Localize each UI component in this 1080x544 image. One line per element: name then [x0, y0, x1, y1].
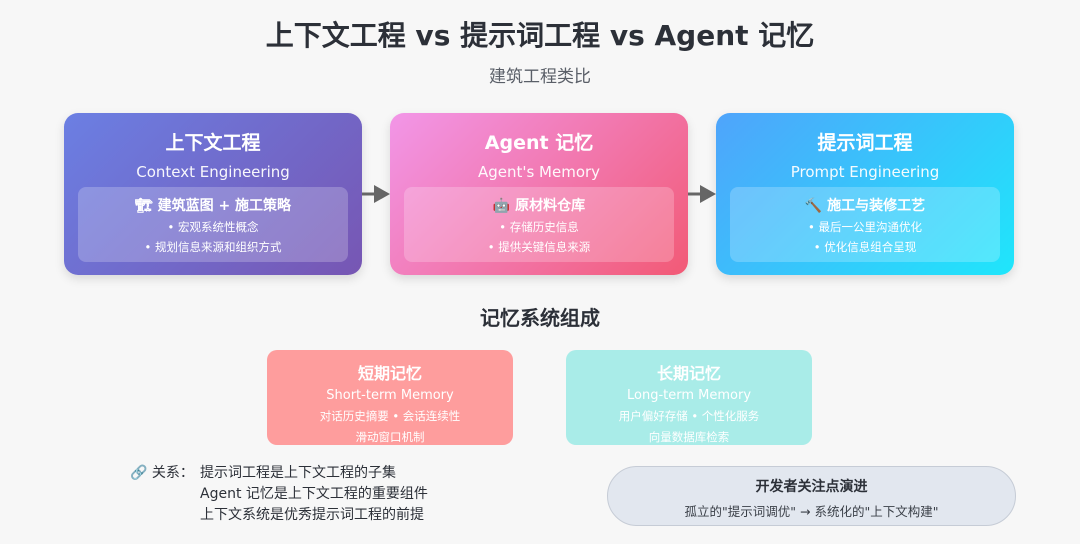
short-term-memory-box: 短期记忆 Short-term Memory 对话历史摘要 • 会话连续性 滑动… [267, 350, 513, 445]
relation-label: 🔗 关系： [130, 463, 200, 484]
card-detail-line: • 规划信息来源和组织方式 [144, 240, 282, 254]
card-subtitle: Prompt Engineering [790, 163, 940, 181]
card-title: 提示词工程 [817, 132, 913, 154]
mem-line: 向量数据库检索 [648, 430, 730, 444]
arrow-right-icon [688, 185, 716, 203]
hammer-icon: 🔨 [804, 198, 823, 214]
card-context-engineering: 上下文工程 Context Engineering 🏗 建筑蓝图 + 施工策略 … [64, 113, 362, 275]
card-detail-heading: 🏗 建筑蓝图 + 施工策略 [78, 195, 348, 215]
relation-label-text: 关系： [151, 465, 194, 481]
developer-focus-title: 开发者关注点演进 [755, 479, 868, 495]
card-detail-line: • 优化信息组合呈现 [813, 240, 917, 254]
card-detail-line: • 宏观系统性概念 [167, 220, 259, 234]
mem-line: 用户偏好存储 • 个性化服务 [618, 409, 760, 423]
card-agent-memory: Agent 记忆 Agent's Memory 🤖 原材料仓库 • 存储历史信息… [390, 113, 688, 275]
card-subtitle: Agent's Memory [477, 163, 601, 181]
mem-line: 滑动窗口机制 [355, 430, 425, 444]
long-term-memory-box: 长期记忆 Long-term Memory 用户偏好存储 • 个性化服务 向量数… [566, 350, 812, 445]
mem-subtitle: Short-term Memory [326, 388, 454, 403]
card-detail-box: 🔨 施工与装修工艺 • 最后一公里沟通优化 • 优化信息组合呈现 [730, 187, 1000, 262]
card-detail-heading-text: 施工与装修工艺 [827, 198, 926, 214]
card-title: 上下文工程 [165, 132, 261, 154]
card-detail-line: • 提供关键信息来源 [487, 240, 591, 254]
link-icon: 🔗 [130, 465, 148, 481]
card-detail-heading: 🔨 施工与装修工艺 [730, 195, 1000, 215]
relation-line: 提示词工程是上下文工程的子集 [200, 465, 396, 481]
page-title: 上下文工程 vs 提示词工程 vs Agent 记忆 [265, 19, 815, 52]
mem-title: 短期记忆 [357, 364, 422, 383]
developer-focus-text: 孤立的"提示词调优" → 系统化的"上下文构建" [684, 504, 939, 519]
developer-focus-box: 开发者关注点演进 孤立的"提示词调优" → 系统化的"上下文构建" [607, 466, 1016, 526]
construction-crane-icon: 🏗 [134, 198, 153, 214]
mem-subtitle: Long-term Memory [626, 388, 752, 403]
card-subtitle: Context Engineering [136, 163, 290, 181]
robot-icon: 🤖 [492, 198, 511, 214]
relation-line: Agent 记忆是上下文工程的重要组件 [200, 486, 428, 502]
card-prompt-engineering: 提示词工程 Prompt Engineering 🔨 施工与装修工艺 • 最后一… [716, 113, 1014, 275]
card-detail-box: 🏗 建筑蓝图 + 施工策略 • 宏观系统性概念 • 规划信息来源和组织方式 [78, 187, 348, 262]
card-detail-heading: 🤖 原材料仓库 [404, 195, 674, 215]
card-detail-box: 🤖 原材料仓库 • 存储历史信息 • 提供关键信息来源 [404, 187, 674, 262]
memory-section-title: 记忆系统组成 [480, 306, 600, 330]
page-subtitle: 建筑工程类比 [489, 67, 591, 87]
relation-line: 上下文系统是优秀提示词工程的前提 [200, 507, 424, 523]
card-detail-heading-text: 原材料仓库 [515, 198, 586, 214]
mem-line: 对话历史摘要 • 会话连续性 [319, 409, 461, 423]
card-detail-line: • 存储历史信息 [499, 220, 579, 234]
card-detail-heading-text: 建筑蓝图 + 施工策略 [157, 198, 292, 214]
card-detail-line: • 最后一公里沟通优化 [808, 220, 922, 234]
mem-title: 长期记忆 [656, 364, 721, 383]
arrow-right-icon [362, 185, 390, 203]
relation-lines: 提示词工程是上下文工程的子集 Agent 记忆是上下文工程的重要组件 上下文系统… [200, 463, 428, 526]
card-title: Agent 记忆 [484, 132, 594, 154]
